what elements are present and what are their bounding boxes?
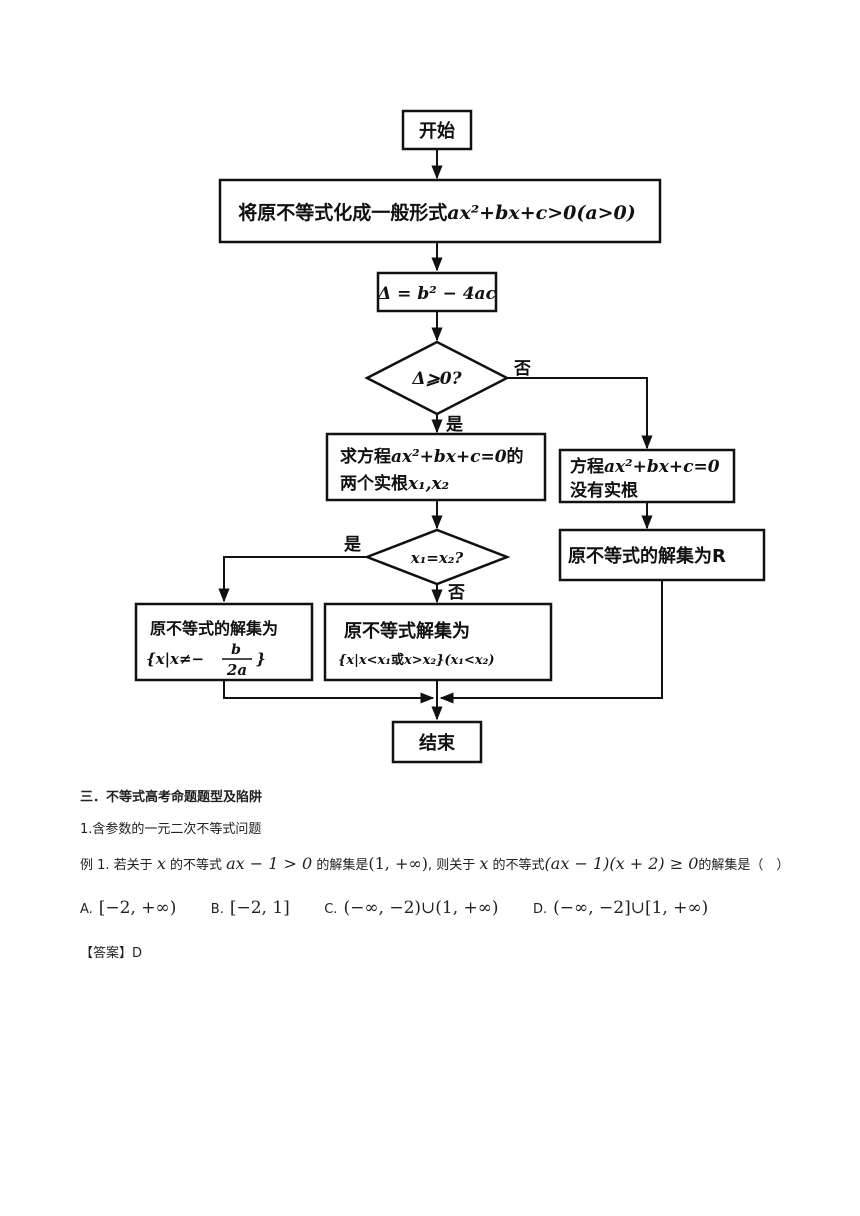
solve-roots-math: ax²+bx+c=0: [391, 447, 507, 467]
solve-roots-suffix: 的: [507, 446, 524, 467]
start-node: 开始: [401, 109, 473, 151]
roots-math: x₁,x₂: [407, 474, 449, 494]
end-node: 结束: [391, 720, 483, 764]
frac-numerator: b: [231, 642, 241, 658]
solution-set: (1, +∞): [368, 854, 428, 873]
example-text: 的解集是: [316, 858, 369, 873]
svg-text:{x|x<x₁或x>x₂}(x₁<x₂): {x|x<x₁或x>x₂}(x₁<x₂): [338, 652, 494, 668]
example-text: , 则关于: [427, 858, 476, 873]
result-diff-set-a: {x|x<x₁: [338, 653, 391, 668]
yes-label: 是: [344, 535, 361, 555]
set-close: }: [256, 650, 266, 668]
delta-node: Δ = b² − 4ac: [376, 271, 498, 313]
svg-text:求方程ax²+bx+c=0的: 求方程ax²+bx+c=0的: [340, 446, 524, 467]
connector: [439, 580, 663, 704]
result-equal-set: {x|x≠−: [146, 650, 204, 668]
svg-text:两个实根x₁,x₂: 两个实根x₁,x₂: [340, 473, 449, 494]
option-c: C.(−∞, −2)∪(1, +∞): [324, 898, 499, 918]
subsection-title: 1.含参数的一元二次不等式问题: [80, 822, 262, 837]
start-label: 开始: [419, 120, 455, 142]
result-diff-or: 或: [391, 652, 404, 668]
example-text: 的不等式: [492, 858, 545, 873]
example-question: 例 1. 若关于 x 的不等式 ax − 1 > 0 的解集是(1, +∞), …: [80, 854, 789, 873]
decision-equal: x₁=x₂?: [363, 528, 511, 586]
delta-label: Δ = b² − 4ac: [377, 284, 497, 304]
solve-roots-text: 求方程: [340, 446, 391, 467]
example-text: 的不等式: [169, 858, 222, 873]
result-diff-set-b: x>x₂}(x₁<x₂): [403, 653, 495, 668]
inequality-1: ax − 1 > 0: [226, 854, 313, 873]
svg-text:将原不等式化成一般形式ax²+bx+c>0(a>0): 将原不等式化成一般形式ax²+bx+c>0(a>0): [238, 201, 636, 224]
general-form-text: 将原不等式化成一般形式: [238, 201, 447, 224]
connector: [223, 680, 435, 704]
var-x: x: [479, 854, 489, 873]
result-equal-node: 原不等式的解集为 {x|x≠− b 2a }: [134, 602, 314, 682]
no-roots-node: 方程ax²+bx+c=0 没有实根: [558, 448, 736, 504]
end-label: 结束: [419, 732, 456, 754]
solve-roots-line2: 两个实根: [340, 473, 408, 494]
decision-equal-label: x₁=x₂?: [410, 549, 464, 567]
option-a: A.[−2, +∞): [80, 898, 177, 918]
svg-text:方程ax²+bx+c=0: 方程ax²+bx+c=0: [570, 456, 720, 477]
options-row: A.[−2, +∞) B.[−2, 1] C.(−∞, −2)∪(1, +∞) …: [80, 898, 738, 918]
option-d: D.(−∞, −2]∪[1, +∞): [533, 898, 709, 918]
example-suffix: 的解集是（ ）: [698, 858, 790, 873]
inequality-2: (ax − 1)(x + 2) ≥ 0: [544, 854, 699, 873]
answer: 【答案】D: [80, 946, 143, 961]
yes-label: 是: [446, 415, 463, 435]
no-label: 否: [447, 583, 465, 603]
flowchart: 开始 将原不等式化成一般形式ax²+bx+c>0(a>0) Δ = b² − 4…: [134, 109, 766, 764]
section-title: 三．不等式高考命题题型及陷阱: [80, 790, 263, 805]
var-x: x: [156, 854, 166, 873]
result-equal-line1: 原不等式的解集为: [150, 619, 278, 638]
solve-roots-node: 求方程ax²+bx+c=0的 两个实根x₁,x₂: [325, 432, 547, 502]
result-r-node: 原不等式的解集为R: [558, 528, 766, 582]
result-r-label: 原不等式的解集为R: [568, 545, 726, 567]
connector: [507, 377, 653, 450]
no-roots-line2: 没有实根: [570, 480, 638, 501]
option-b: B.[−2, 1]: [210, 898, 290, 918]
no-roots-math: ax²+bx+c=0: [604, 457, 720, 477]
no-label: 否: [513, 359, 531, 379]
example-prefix: 例 1. 若关于: [80, 858, 153, 873]
general-form-node: 将原不等式化成一般形式ax²+bx+c>0(a>0): [218, 178, 662, 244]
general-form-math: ax²+bx+c>0(a>0): [447, 202, 636, 224]
decision-delta-label: Δ⩾0?: [411, 369, 462, 389]
result-diff-line1: 原不等式解集为: [344, 620, 470, 642]
no-roots-text: 方程: [570, 456, 604, 477]
connector: [218, 556, 367, 603]
result-diff-node: 原不等式解集为 {x|x<x₁或x>x₂}(x₁<x₂): [323, 602, 553, 682]
frac-denominator: 2a: [226, 661, 247, 679]
decision-delta: Δ⩾0?: [364, 340, 510, 416]
